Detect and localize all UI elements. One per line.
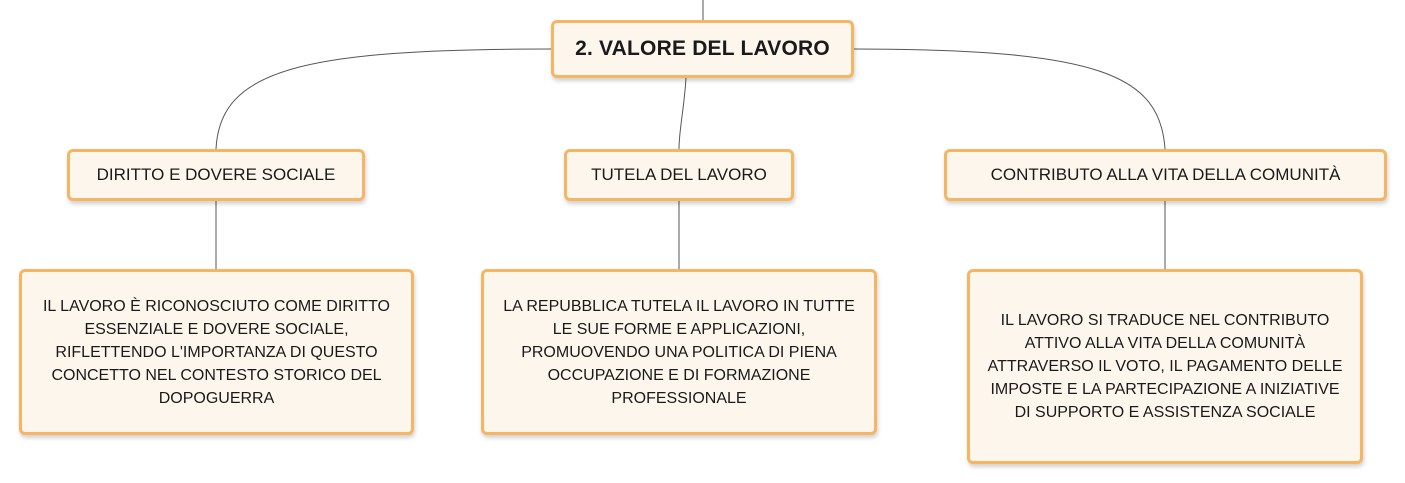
branch-node-label: CONTRIBUTO ALLA VITA DELLA COMUNITÀ — [990, 165, 1341, 184]
branch-node-label: TUTELA DEL LAVORO — [591, 165, 767, 184]
connector-root-to-branch-3 — [853, 48, 1166, 150]
detail-node-text: LA REPUBBLICA TUTELA IL LAVORO IN TUTTE … — [503, 297, 855, 407]
branch-node-diritto-dovere[interactable]: DIRITTO E DOVERE SOCIALE — [67, 149, 365, 201]
detail-node-text: IL LAVORO SI TRADUCE NEL CONTRIBUTO ATTI… — [987, 312, 1343, 421]
root-node[interactable]: 2. VALORE DEL LAVORO — [551, 20, 854, 78]
detail-node-tutela-lavoro[interactable]: LA REPUBBLICA TUTELA IL LAVORO IN TUTTE … — [481, 269, 877, 435]
root-node-label: 2. VALORE DEL LAVORO — [575, 37, 830, 60]
branch-node-contributo-comunita[interactable]: CONTRIBUTO ALLA VITA DELLA COMUNITÀ — [944, 149, 1387, 201]
branch-node-tutela-lavoro[interactable]: TUTELA DEL LAVORO — [564, 149, 794, 201]
detail-node-contributo-comunita[interactable]: IL LAVORO SI TRADUCE NEL CONTRIBUTO ATTI… — [967, 269, 1363, 464]
connector-root-to-branch-1 — [215, 48, 552, 150]
detail-node-diritto-dovere[interactable]: IL LAVORO È RICONOSCIUTO COME DIRITTO ES… — [19, 269, 414, 435]
connector-root-to-branch-2 — [678, 77, 687, 150]
detail-node-text: IL LAVORO È RICONOSCIUTO COME DIRITTO ES… — [42, 297, 390, 407]
branch-node-label: DIRITTO E DOVERE SOCIALE — [96, 165, 336, 184]
